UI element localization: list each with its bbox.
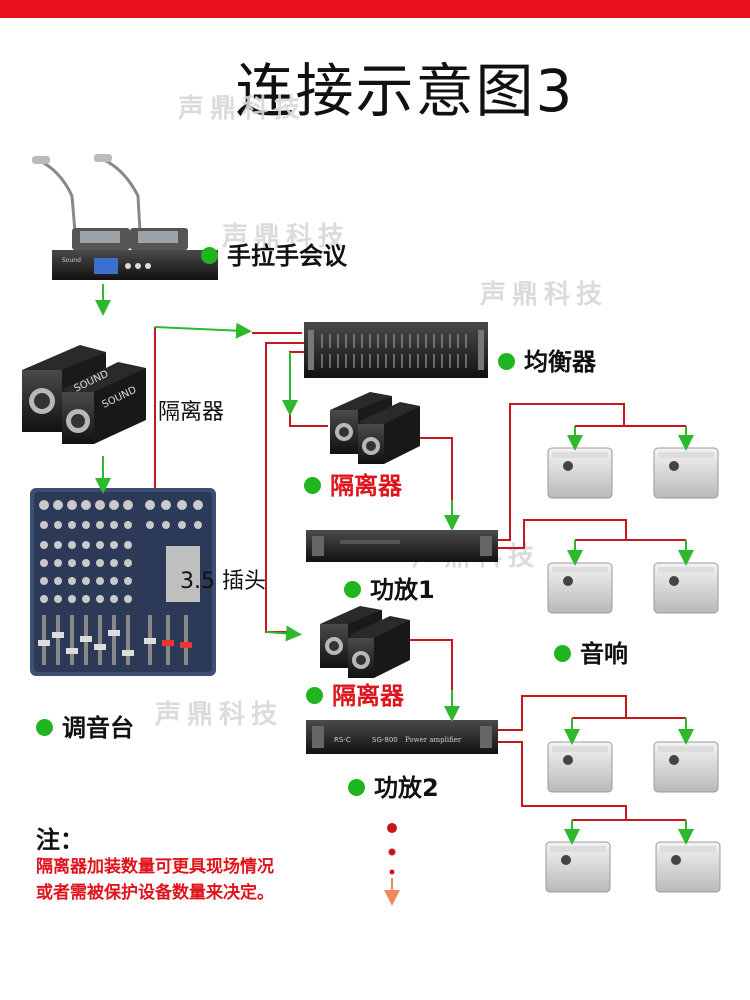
- green-dot: [344, 580, 361, 598]
- equalizer-image: [304, 322, 488, 378]
- green-dot: [306, 686, 323, 704]
- speaker: [653, 562, 719, 614]
- note-line-1: 隔离器加装数量可更具现场情况: [36, 857, 274, 877]
- isolator-image-top: SOUND SOUND: [22, 345, 146, 444]
- speakers-label: 音响: [554, 634, 628, 669]
- isolator-label-2: 隔离器: [306, 676, 404, 711]
- amplifier-1-image: [306, 530, 498, 562]
- mixer-label: 调音台: [36, 708, 134, 743]
- watermark: 声鼎科技: [178, 94, 307, 124]
- green-dot: [201, 246, 218, 264]
- red-connector: [498, 403, 625, 541]
- speaker: [653, 741, 719, 793]
- conference-system-image: Sound: [32, 154, 218, 280]
- page-title: 连接示意图3: [235, 57, 575, 125]
- amplifier-2-label: 功放2: [348, 768, 439, 803]
- green-dot: [348, 778, 365, 796]
- mixer-image: [30, 488, 216, 676]
- top-red-bar: [0, 0, 750, 18]
- continuation-indicator: [384, 823, 400, 906]
- svg-text:Sound: Sound: [62, 257, 81, 264]
- speaker: [547, 741, 613, 793]
- amp-type-text: Power amplifier: [405, 736, 462, 744]
- amplifier-1-label: 功放1: [344, 570, 435, 605]
- note-heading: 注：: [36, 826, 84, 854]
- isolator-label-1: 隔离器: [304, 466, 402, 501]
- amp-model-text: SG-800: [372, 736, 398, 744]
- watermark: 声鼎科技: [480, 280, 609, 310]
- green-dot: [304, 476, 321, 494]
- green-dot: [498, 352, 515, 370]
- watermark: 声鼎科技: [222, 222, 351, 252]
- conference-label: 手拉手会议: [201, 236, 347, 271]
- speaker: [545, 841, 611, 893]
- speaker: [547, 447, 613, 499]
- plug-label: 3.5 插头: [180, 569, 266, 594]
- speaker: [653, 447, 719, 499]
- speaker: [655, 841, 721, 893]
- red-connector: [420, 437, 453, 500]
- amplifier-2-image: RS-C SG-800 Power amplifier: [306, 720, 498, 754]
- red-connector: [265, 342, 304, 633]
- red-connector: [410, 639, 453, 690]
- green-connector: [265, 625, 302, 642]
- amp-brand-text: RS-C: [334, 736, 351, 744]
- isolator-image-2: [320, 606, 410, 678]
- speaker: [547, 562, 613, 614]
- note-line-2: 或者需被保护设备数量来决定。: [36, 883, 274, 903]
- isolator-label-top: 隔离器: [158, 400, 225, 425]
- red-connector: [498, 519, 627, 549]
- green-connector: [154, 322, 252, 339]
- green-dot: [554, 644, 571, 662]
- red-connector: [498, 695, 627, 731]
- isolator-image-1: [330, 392, 420, 464]
- watermark: 声鼎科技: [155, 700, 284, 730]
- green-dot: [36, 718, 53, 736]
- red-connector: [498, 741, 627, 820]
- equalizer-label: 均衡器: [498, 342, 596, 377]
